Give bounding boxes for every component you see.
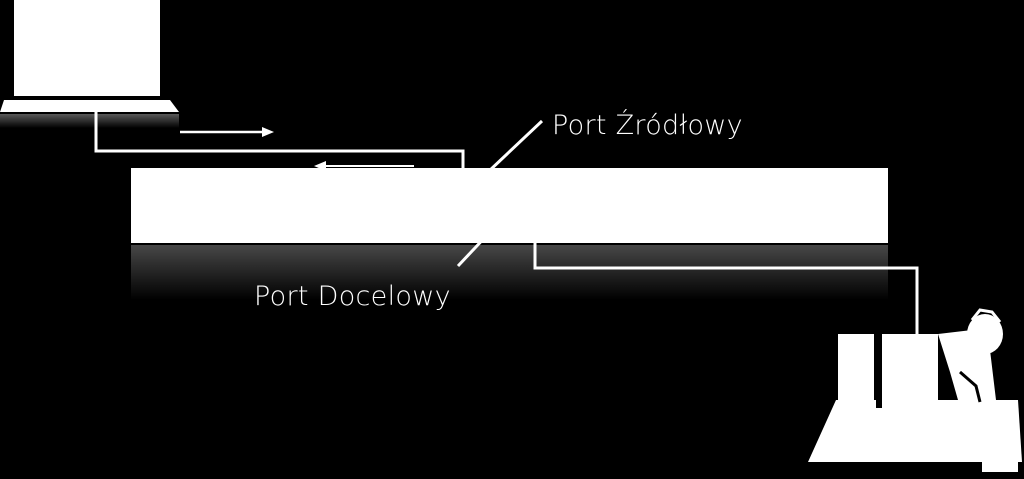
analyzer-workstation-icon [808, 310, 1022, 472]
source-port-callout [488, 121, 542, 172]
source-port-label: Port Źródłowy [552, 112, 743, 139]
laptop-icon [0, 0, 179, 128]
network-switch [131, 168, 888, 300]
arrow-right-icon [180, 127, 274, 137]
destination-port-label: Port Docelowy [254, 283, 451, 310]
